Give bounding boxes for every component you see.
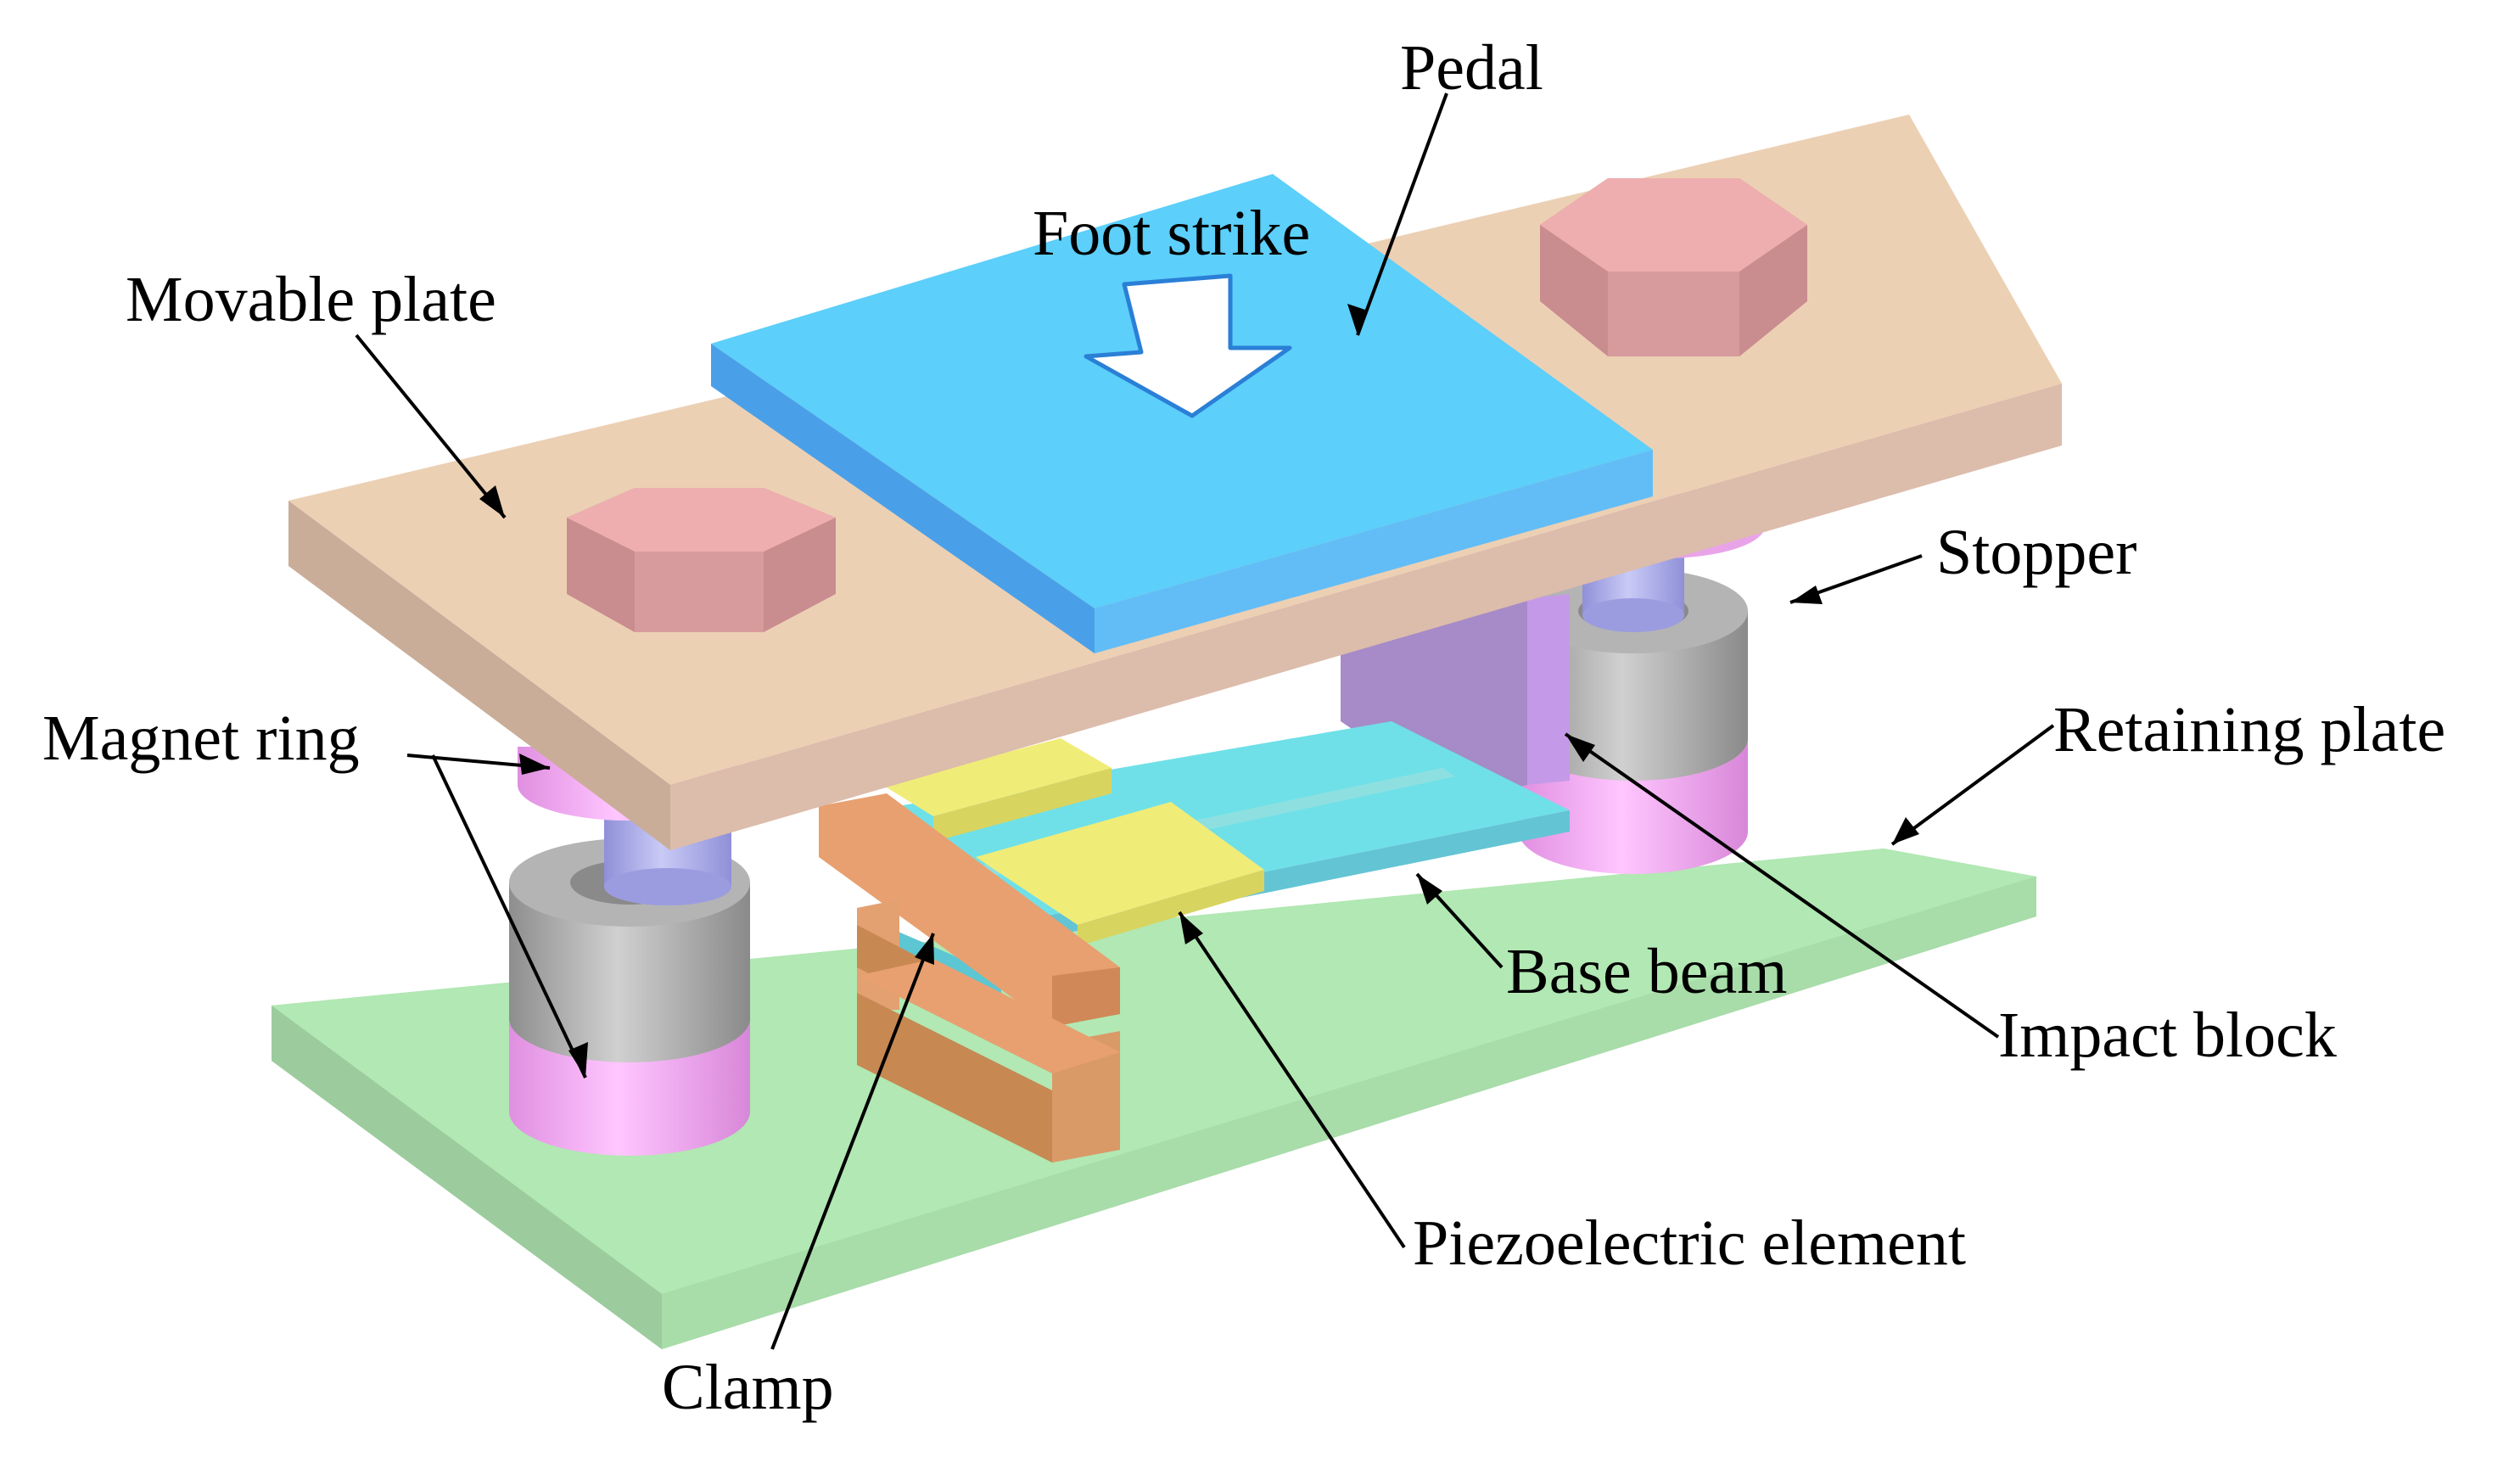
piezoelectric-element-front [976,802,1264,946]
bolt-left [567,488,836,632]
label-foot-strike: Foot strike [1033,198,1310,269]
label-clamp: Clamp [662,1352,834,1423]
piezoelectric-element-back [882,738,1112,842]
pedal [711,174,1653,653]
label-stopper: Stopper [1936,517,2136,588]
bolt-right [1540,178,1807,356]
label-base-beam: Base beam [1506,936,1787,1007]
clamp [819,793,1120,1163]
label-pedal: Pedal [1400,32,1543,104]
label-retaining-plate: Retaining plate [2053,694,2445,765]
leader-arrowheads [479,304,1919,1078]
label-piezoelectric-element: Piezoelectric element [1413,1207,1966,1279]
label-movable-plate: Movable plate [126,264,496,335]
label-magnet-ring: Magnet ring [42,703,360,774]
label-impact-block: Impact block [1998,1000,2337,1071]
foot-strike-arrow [1084,273,1292,418]
leader-lines [355,92,2055,1350]
